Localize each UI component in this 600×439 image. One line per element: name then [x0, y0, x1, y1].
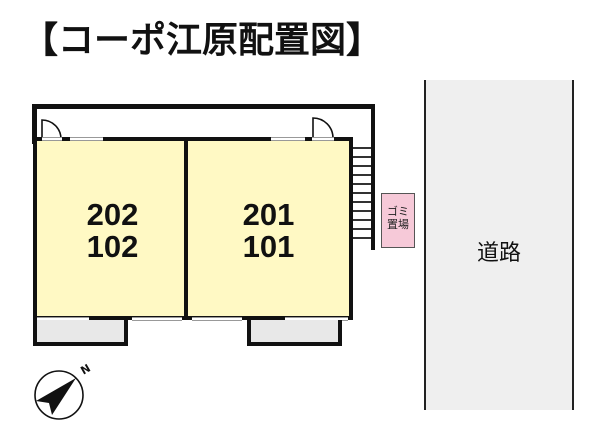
corridor-right-wall [371, 104, 375, 250]
door-swing-icon [41, 119, 62, 140]
page-title: 【コーポ江原配置図】 [22, 20, 383, 61]
unit-202-102[interactable]: 202 102 [33, 137, 188, 320]
corridor-top-wall [32, 104, 375, 109]
road-label: 道路 [476, 241, 521, 266]
window [192, 317, 242, 321]
road: 道路 [424, 80, 574, 410]
unit-number-upper: 201 [242, 197, 295, 232]
window [312, 137, 334, 141]
balcony-right [247, 320, 342, 346]
unit-201-101[interactable]: 201 101 [188, 137, 353, 320]
garbage-area[interactable]: ゴミ 置場 [381, 193, 415, 248]
garbage-label-line1: ゴミ [387, 205, 409, 218]
window [271, 137, 305, 141]
door-swing-icon [312, 117, 334, 139]
garbage-label-line2: 置場 [387, 218, 409, 231]
window [42, 137, 62, 141]
window [70, 137, 103, 141]
unit-number-lower: 101 [242, 229, 295, 264]
corridor-left-wall [32, 104, 37, 144]
unit-number-lower: 102 [86, 229, 139, 264]
north-compass-icon [34, 370, 84, 420]
unit-divider-wall [184, 137, 189, 320]
window [132, 317, 182, 321]
balcony-left [33, 320, 128, 346]
unit-number-upper: 202 [86, 197, 139, 232]
